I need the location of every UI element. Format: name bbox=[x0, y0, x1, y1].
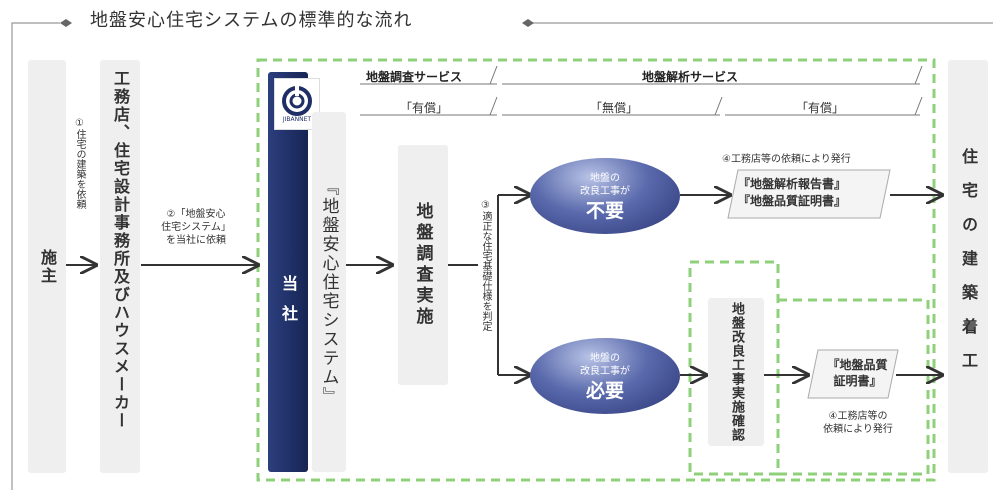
survey-service-header: 地盤調査サービス bbox=[366, 70, 463, 84]
logo-icon bbox=[282, 85, 312, 116]
analysis-service-header: 地盤解析サービス bbox=[642, 70, 739, 84]
improvement-not-needed-node: 地盤の 改良工事が 不要 bbox=[530, 158, 680, 234]
company-bar bbox=[268, 72, 308, 472]
page-title: 地盤安心住宅システムの標準的な流れ bbox=[90, 10, 413, 31]
step3-label: ③適正な住宅基礎仕様を判定 bbox=[480, 200, 491, 331]
step4-top-label: ④工務店等の依頼により発行 bbox=[722, 154, 851, 165]
construction-label: 住宅の建築着工 bbox=[959, 147, 978, 386]
survey-label: 地盤調査実施 bbox=[412, 202, 433, 328]
paid-label-1: 「有償」 bbox=[400, 101, 449, 115]
step2-label: ②「地盤安心 住宅システム」 を当社に依頼 bbox=[161, 209, 231, 246]
builder-label: 工務店、住宅設計事務所及びハウスメーカー bbox=[111, 70, 130, 430]
builder-node: 工務店、住宅設計事務所及びハウスメーカー bbox=[100, 60, 140, 473]
step1-label: ①住宅の建築を依頼 bbox=[74, 118, 85, 209]
construction-node: 住宅の建築着工 bbox=[948, 60, 988, 473]
step4-bottom-label: ④工務店等の 依頼により発行 bbox=[823, 411, 893, 435]
quality-certificate-label: 『地盤品質証明書』 bbox=[738, 194, 847, 208]
improvement-check-label: 地盤改良工事実施確認 bbox=[729, 302, 744, 442]
company-label-wrap: 当社 bbox=[268, 255, 308, 355]
system-label: 『地盤安心住宅システム』 bbox=[318, 178, 339, 406]
free-label: 「無償」 bbox=[590, 101, 639, 115]
survey-node: 地盤調査実施 bbox=[398, 145, 448, 385]
quality-certificate-bottom: 『地盤品質 証明書』 bbox=[827, 358, 888, 388]
client-node: 施主 bbox=[28, 60, 66, 473]
system-node: 『地盤安心住宅システム』 bbox=[312, 112, 346, 472]
improvement-needed-node: 地盤の 改良工事が 必要 bbox=[530, 338, 680, 414]
client-label: 施主 bbox=[38, 248, 57, 285]
analysis-report-label: 『地盤解析報告書』 bbox=[738, 177, 847, 191]
report-documents: 『地盤解析報告書』 『地盤品質証明書』 bbox=[738, 176, 883, 210]
paid-label-2: 「有償」 bbox=[796, 101, 845, 115]
company-label: 当社 bbox=[279, 275, 298, 335]
improvement-check-node: 地盤改良工事実施確認 bbox=[708, 298, 764, 446]
